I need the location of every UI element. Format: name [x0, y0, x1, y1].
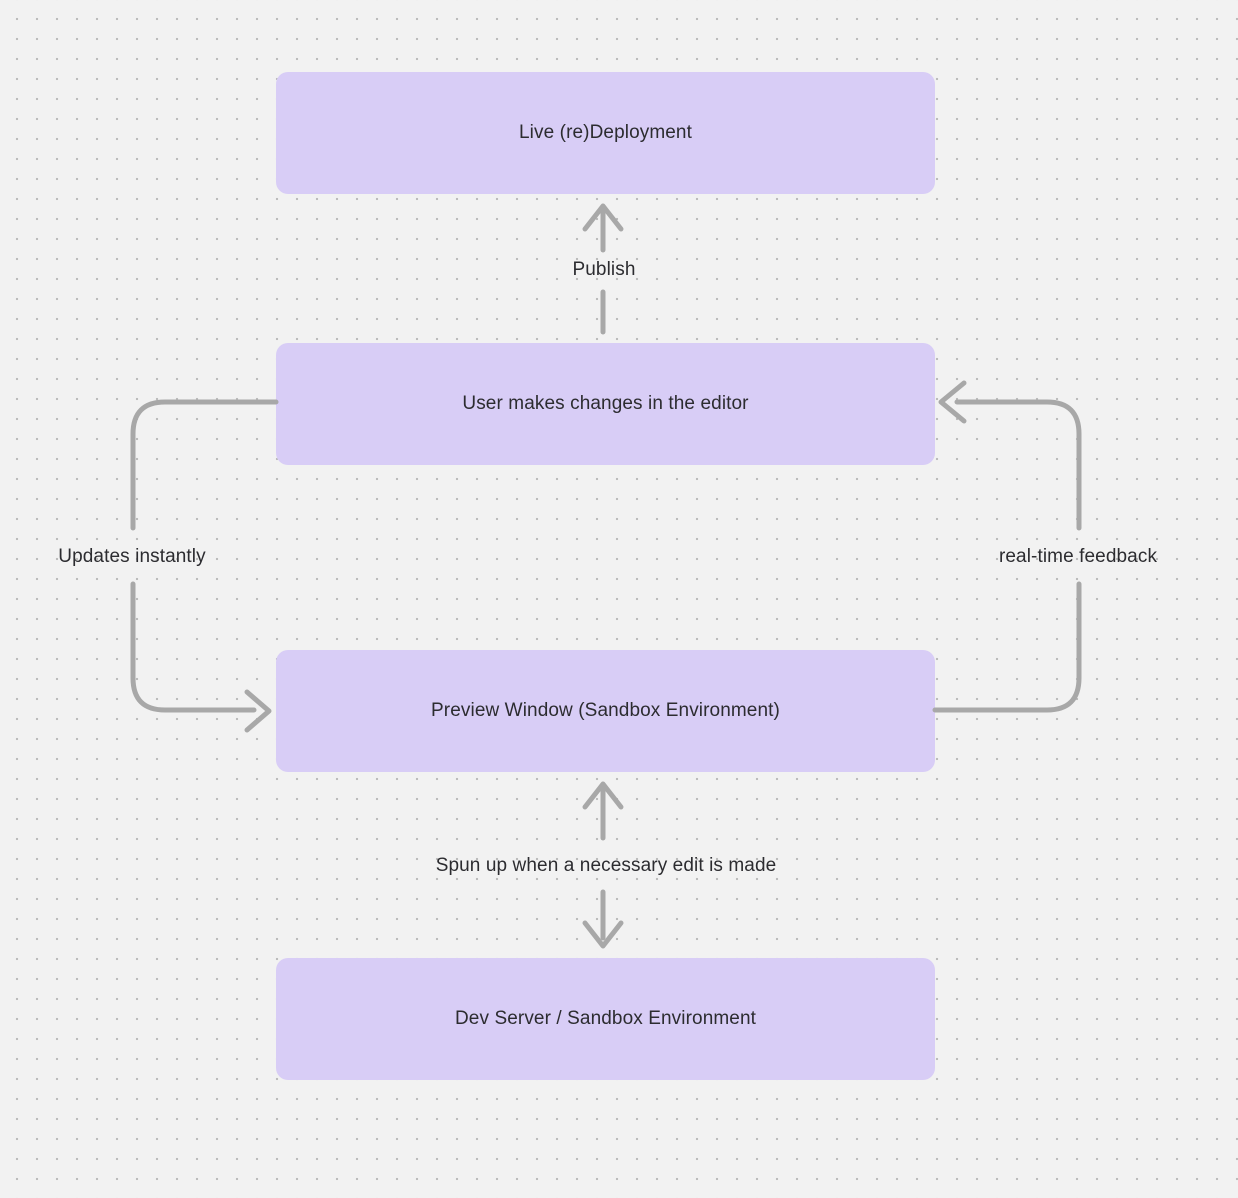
- node-dev-server[interactable]: Dev Server / Sandbox Environment: [276, 958, 935, 1080]
- arrowhead-down-icon: [582, 920, 624, 949]
- edge-label-updates-instantly: Updates instantly: [58, 546, 206, 567]
- node-label: Preview Window (Sandbox Environment): [431, 700, 780, 721]
- node-live-redeployment[interactable]: Live (re)Deployment: [276, 72, 935, 194]
- arrowhead-up-icon: [582, 781, 624, 810]
- edge-label-real-time-feedback: real-time feedback: [998, 546, 1158, 567]
- arrowhead-right-icon: [244, 689, 272, 733]
- arrowhead-up-icon: [582, 203, 624, 232]
- node-preview-window[interactable]: Preview Window (Sandbox Environment): [276, 650, 935, 772]
- arrowhead-left-icon: [938, 380, 967, 424]
- edge-label-publish: Publish: [572, 259, 636, 280]
- node-user-editor[interactable]: User makes changes in the editor: [276, 343, 935, 465]
- node-label: User makes changes in the editor: [462, 393, 749, 414]
- node-label: Live (re)Deployment: [519, 122, 692, 143]
- edge-label-spun-up: Spun up when a necessary edit is made: [435, 855, 777, 876]
- node-label: Dev Server / Sandbox Environment: [454, 1008, 756, 1029]
